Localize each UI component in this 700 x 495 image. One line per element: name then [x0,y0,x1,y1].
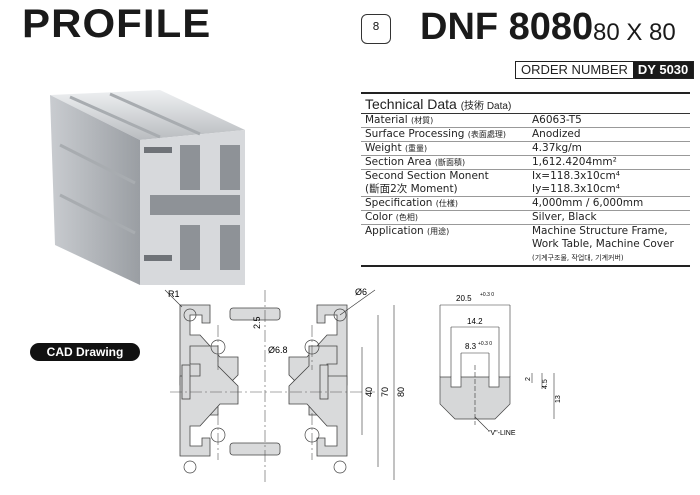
profile-cross-section-drawing: R1 Ø6 Ø6.8 2.5 40 70 80 [164,287,406,485]
row-value: 4.37kg/m [532,142,582,154]
order-number-box: ORDER NUMBER DY 5030 [515,61,695,79]
dim-80: 80 [396,387,406,397]
model-name: DNF 8080 [420,6,594,48]
dim-4-5: 4.5 [542,379,549,389]
table-title-text: Technical Data [365,96,457,112]
row-label-text: Color [365,211,393,223]
row-value-cell: 1,612.4204mm² [532,156,690,169]
technical-data-table: Technical Data (技術 Data) Material (材質)A6… [361,92,690,267]
table-row: Specification (仕樣)4,000mm / 6,000mm [361,197,690,211]
row-label-sub: (重量) [404,144,428,153]
row-label: Section Area (斷面積) [361,156,532,169]
row-label: Weight (重量) [361,142,532,155]
dim-r1: R1 [168,289,180,299]
table-row: Second Section Monent Ix=118.3x10cm⁴ [361,170,690,183]
row-value-cell: A6063-T5 [532,114,690,127]
row-value-cell: Ix=118.3x10cm⁴ [532,170,690,183]
row-value: Silver, Black [532,211,597,223]
order-label: ORDER NUMBER [521,62,628,77]
row-label-text: Application [365,225,424,237]
table-row: Application (用途)Machine Structure Frame,… [361,225,690,265]
row-label-text: Specification [365,197,433,209]
dim-2-5: 2.5 [252,316,262,329]
dim-20-5: 20.5 [456,294,472,303]
dim-13: 13 [555,395,562,403]
dim-14-2: 14.2 [467,317,483,326]
dim-d6-8: Ø6.8 [268,345,288,355]
model-size: 80 X 80 [593,19,676,46]
row-label-sub: (材質) [411,116,434,125]
row-label: Surface Processing (表面處理) [361,128,532,141]
row-value: Iy=118.3x10cm⁴ [532,183,620,195]
v-line-label: "V"-LINE [488,430,516,437]
row-label-text: (斷面2次 Moment) [365,183,458,195]
slot-detail-drawing: 20.5 +0.3 0 14.2 8.3 +0.3 0 2 4.5 13 "V"… [439,292,562,437]
row-label-text: Surface Processing [365,128,465,140]
table-row: Section Area (斷面積)1,612.4204mm² [361,156,690,170]
row-value-2: Work Table, Machine Cover [532,238,674,250]
cad-drawing-badge: CAD Drawing [30,343,140,361]
table-title: Technical Data (技術 Data) [361,94,690,114]
row-label-sub: (表面處理) [467,130,507,139]
dim-20-5-tol: +0.3 0 [480,292,494,298]
row-value-cell: Iy=118.3x10cm⁴ [532,183,690,196]
row-value: 1,612.4204mm² [532,156,617,168]
row-label: Second Section Monent [361,170,532,183]
row-label-text: Second Section Monent [365,170,489,182]
row-value: A6063-T5 [532,114,582,126]
dim-8-3: 8.3 [465,342,477,351]
table-row: Color (色相)Silver, Black [361,211,690,225]
slot-type-logo: 8 [361,14,391,44]
row-value: Machine Structure Frame, [532,225,668,237]
row-note: (기계구조물, 작업대, 기계커버) [532,254,624,262]
row-value: Ix=118.3x10cm⁴ [532,170,620,182]
table-row: Weight (重量)4.37kg/m [361,142,690,156]
row-value: 4,000mm / 6,000mm [532,197,644,209]
page-title: PROFILE [22,2,212,46]
row-label: Specification (仕樣) [361,197,532,210]
table-row: (斷面2次 Moment) Iy=118.3x10cm⁴ [361,183,690,197]
dim-40: 40 [364,387,374,397]
row-value-cell: 4.37kg/m [532,142,690,155]
row-label: (斷面2次 Moment) [361,183,532,196]
row-label: Color (色相) [361,211,532,224]
row-value-cell: Machine Structure Frame,Work Table, Mach… [532,225,690,265]
order-number: DY 5030 [632,62,694,78]
table-row: Surface Processing (表面處理)Anodized [361,128,690,142]
dim-2: 2 [525,377,532,381]
row-value-cell: 4,000mm / 6,000mm [532,197,690,210]
row-label-sub: (用途) [427,227,450,236]
row-label-text: Material [365,114,408,126]
table-row: Material (材質)A6063-T5 [361,114,690,128]
table-title-sub: (技術 Data) [460,101,512,112]
dim-8-3-tol: +0.3 0 [478,341,492,347]
dim-70: 70 [380,387,390,397]
row-label: Material (材質) [361,114,532,127]
row-label-text: Weight [365,142,402,154]
row-value-cell: Anodized [532,128,690,141]
profile-3d-render [50,90,245,285]
row-label-text: Section Area [365,156,432,168]
dim-d6: Ø6 [355,287,367,297]
row-value: Anodized [532,128,581,140]
row-label-sub: (仕樣) [435,199,459,208]
row-label-sub: (色相) [395,213,419,222]
row-value-cell: Silver, Black [532,211,690,224]
row-label-sub: (斷面積) [434,158,466,167]
row-label: Application (用途) [361,225,532,265]
